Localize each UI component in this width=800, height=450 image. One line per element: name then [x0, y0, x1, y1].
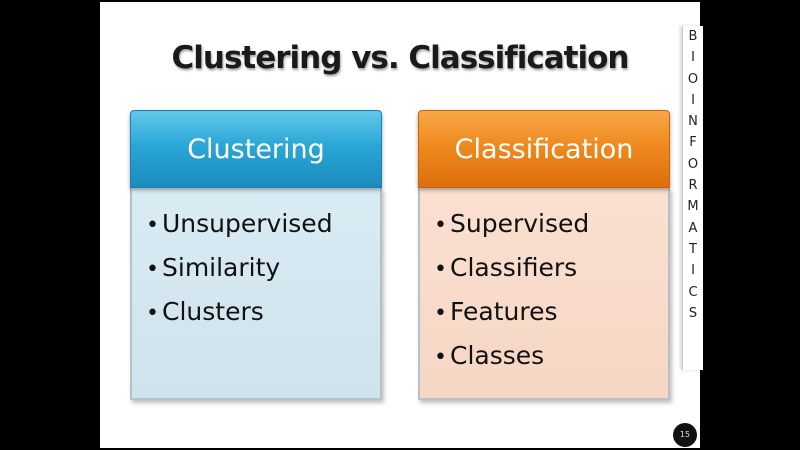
list-item: •Clusters — [146, 290, 380, 334]
side-letter: I — [691, 263, 695, 279]
bullet-icon: • — [434, 213, 447, 238]
side-letter: S — [688, 305, 698, 321]
bullet-icon: • — [434, 257, 447, 282]
classification-list: •Supervised •Classifiers •Features •Clas… — [418, 188, 670, 400]
list-item: •Classifiers — [434, 246, 668, 290]
list-item-label: Classes — [450, 341, 545, 370]
classification-column: Classification •Supervised •Classifiers … — [418, 110, 670, 400]
list-item-label: Classifiers — [450, 253, 578, 282]
bullet-icon: • — [146, 213, 159, 238]
list-item: •Supervised — [434, 202, 668, 246]
presentation-slide: Clustering vs. Classification Clustering… — [100, 2, 700, 448]
side-letter: M — [687, 199, 699, 215]
clustering-header: Clustering — [130, 110, 382, 188]
bullet-icon: • — [146, 301, 159, 326]
clustering-column: Clustering •Unsupervised •Similarity •Cl… — [130, 110, 382, 400]
list-item: •Similarity — [146, 246, 380, 290]
side-letter: N — [688, 114, 698, 130]
bullet-icon: • — [434, 301, 447, 326]
side-letter: T — [689, 241, 697, 257]
side-letter: O — [687, 156, 699, 172]
slide-title: Clustering vs. Classification — [171, 40, 630, 76]
slide-number-badge: 15 — [673, 423, 697, 447]
bullet-icon: • — [146, 257, 159, 282]
side-letter: R — [688, 178, 698, 194]
bioinformatics-side-strip: B I O I N F O R M A T I C S — [682, 26, 703, 370]
bullet-icon: • — [434, 345, 447, 370]
list-item-label: Supervised — [450, 209, 590, 238]
list-item-label: Similarity — [162, 253, 281, 282]
list-item-label: Features — [450, 297, 558, 326]
list-item-label: Clusters — [162, 297, 264, 326]
side-letter: O — [687, 71, 699, 87]
list-item: •Unsupervised — [146, 202, 380, 246]
side-letter: F — [689, 135, 697, 151]
side-letter: I — [691, 92, 695, 108]
side-letter: C — [688, 284, 698, 300]
list-item: •Classes — [434, 334, 668, 378]
side-letter: A — [688, 220, 698, 236]
classification-header: Classification — [418, 110, 670, 188]
list-item-label: Unsupervised — [162, 209, 333, 238]
list-item: •Features — [434, 290, 668, 334]
clustering-list: •Unsupervised •Similarity •Clusters — [130, 188, 382, 400]
side-letter: B — [688, 29, 698, 44]
side-letter: I — [691, 50, 695, 66]
